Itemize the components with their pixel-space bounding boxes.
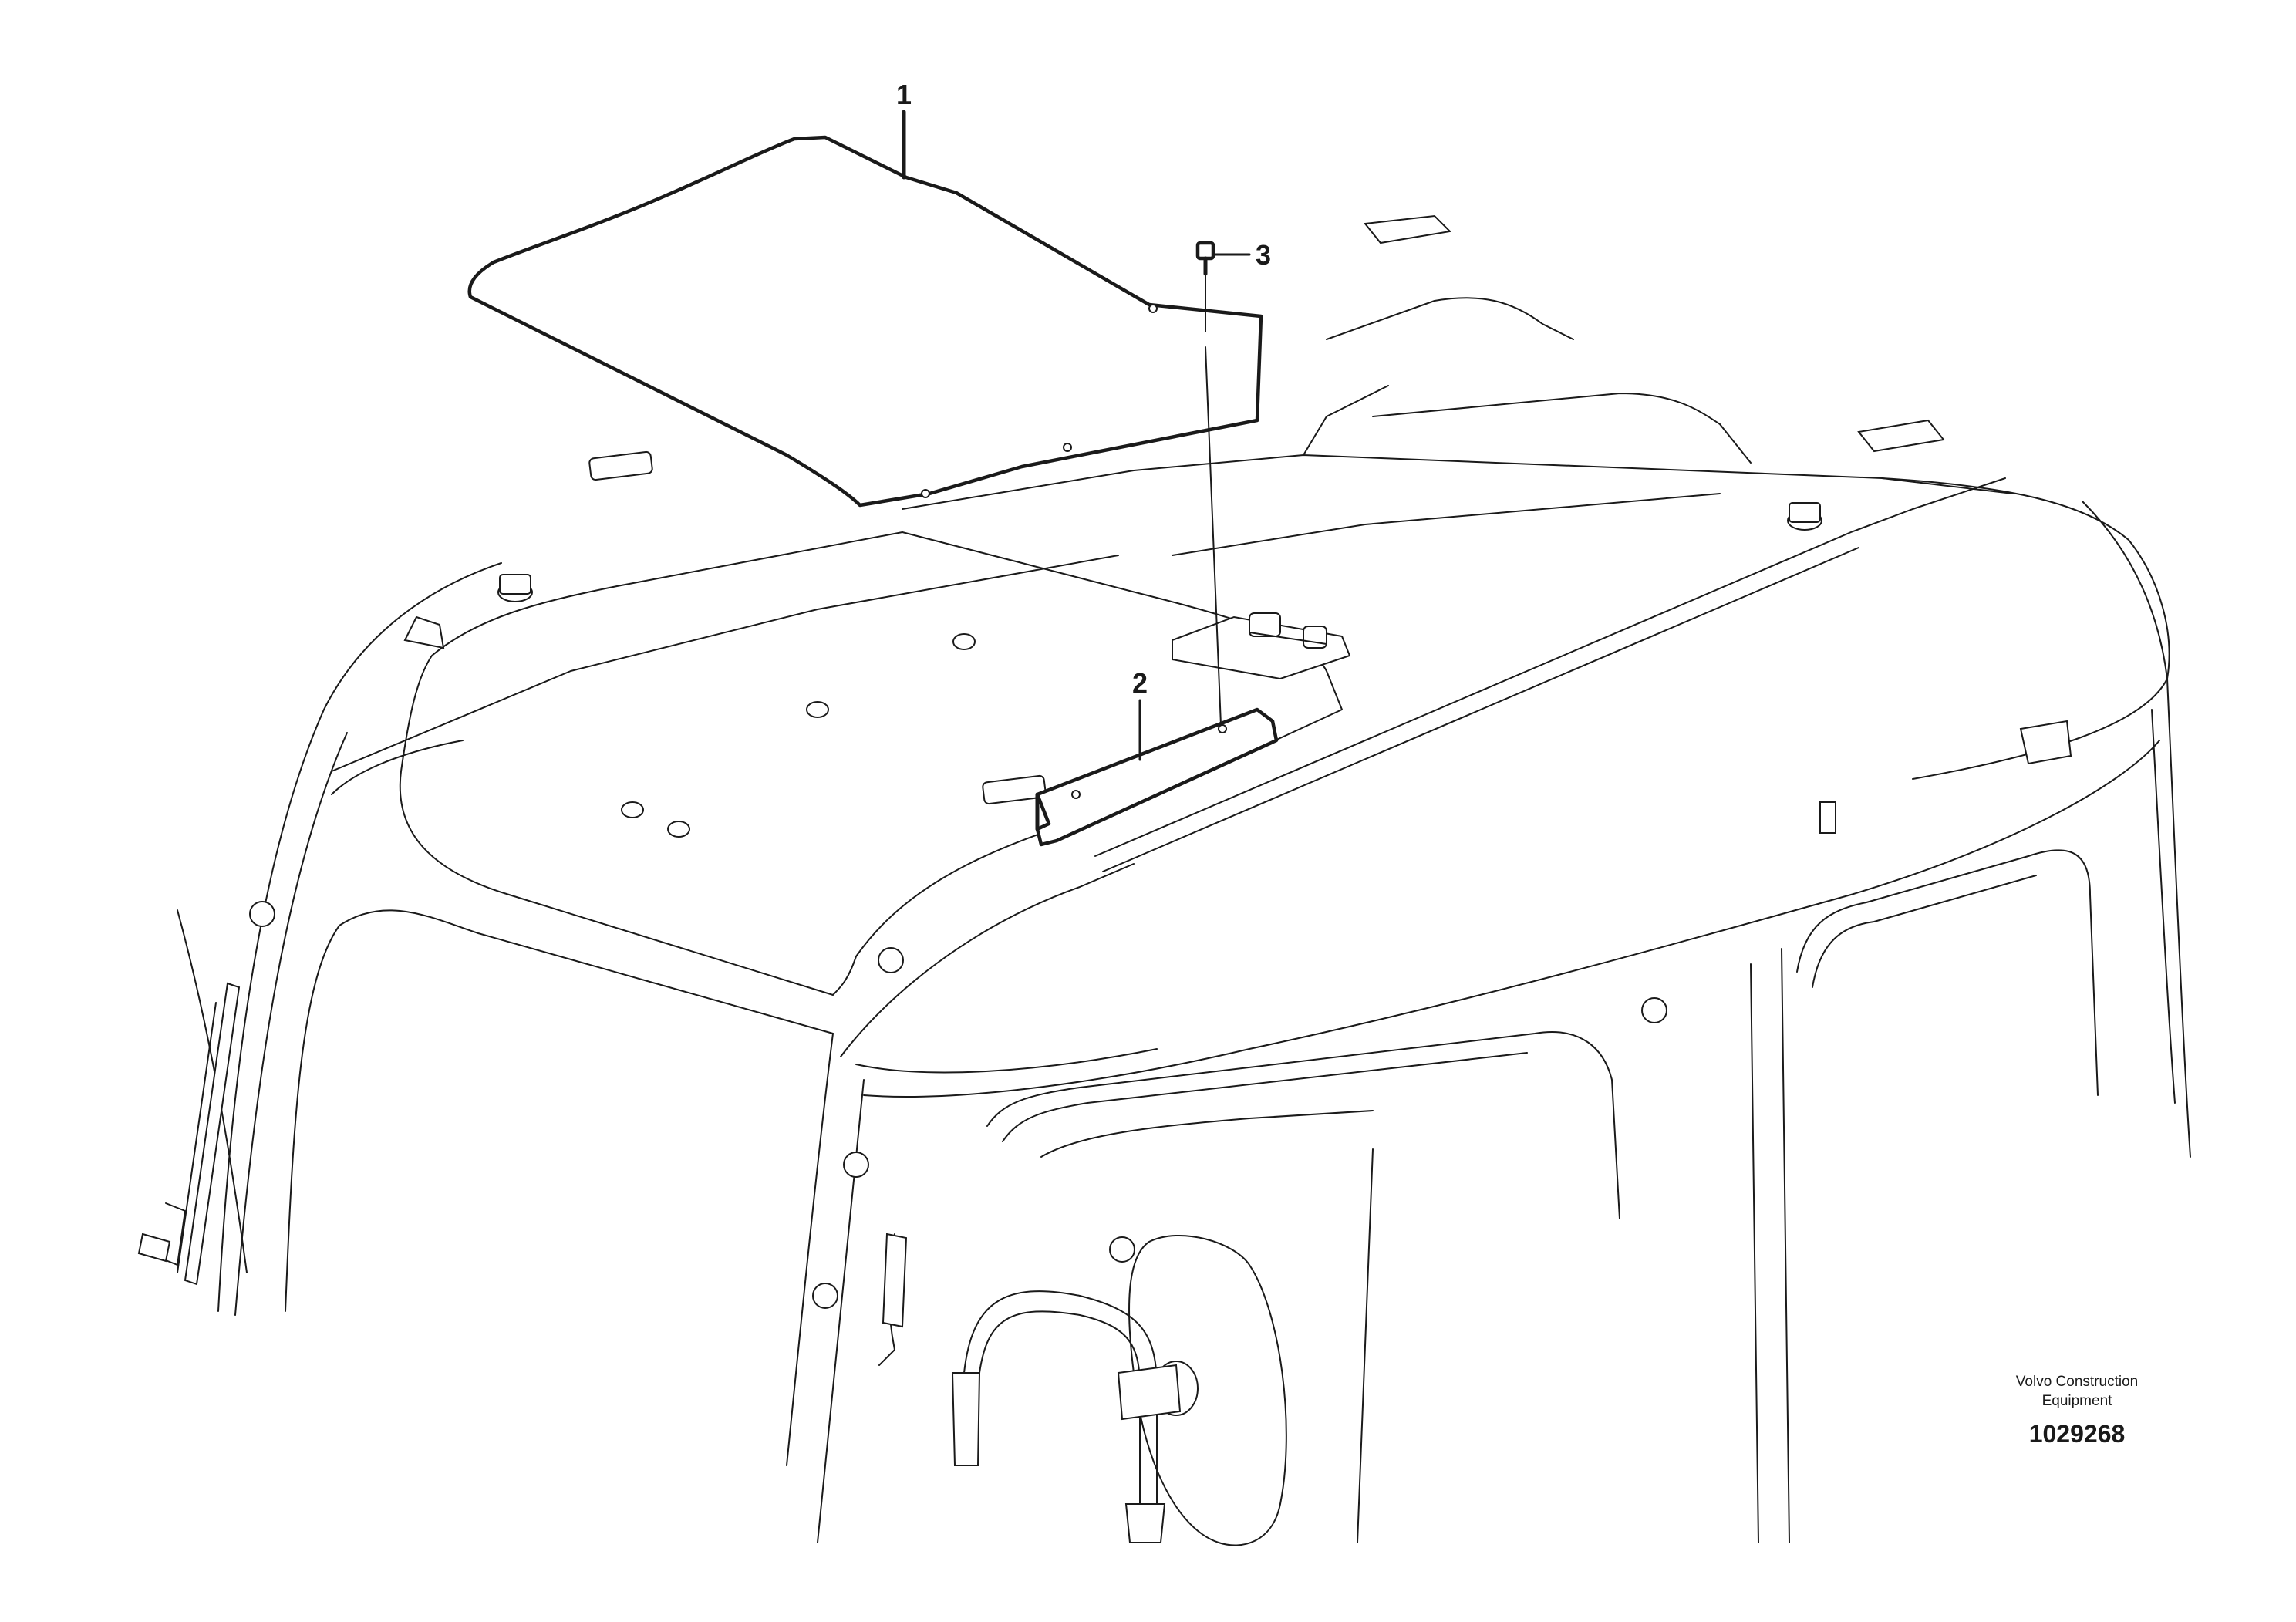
part-1-roof-panel (467, 135, 1263, 508)
callout-3: 3 (1212, 239, 1271, 271)
side-mirror (878, 1233, 1287, 1546)
cab-roof-shell (177, 297, 2191, 1543)
callout-1: 1 (896, 79, 912, 180)
callout-2: 2 (1132, 667, 1148, 761)
roof-details (249, 214, 2072, 1309)
part-3-screw (1195, 241, 1222, 726)
callout-label-3: 3 (1256, 239, 1271, 271)
brand-line-2: Equipment (2042, 1393, 2113, 1409)
figure-number: 1029268 (2029, 1420, 2126, 1448)
brand-line-1: Volvo Construction (2016, 1374, 2138, 1390)
callout-label-1: 1 (896, 79, 912, 110)
callout-label-2: 2 (1132, 667, 1148, 699)
brand-block: Volvo Construction Equipment 1029268 (2016, 1374, 2138, 1448)
part-2-mounting-bracket (1035, 707, 1279, 847)
hinge-assembly (1172, 612, 1351, 680)
wiper-arm (137, 982, 241, 1286)
